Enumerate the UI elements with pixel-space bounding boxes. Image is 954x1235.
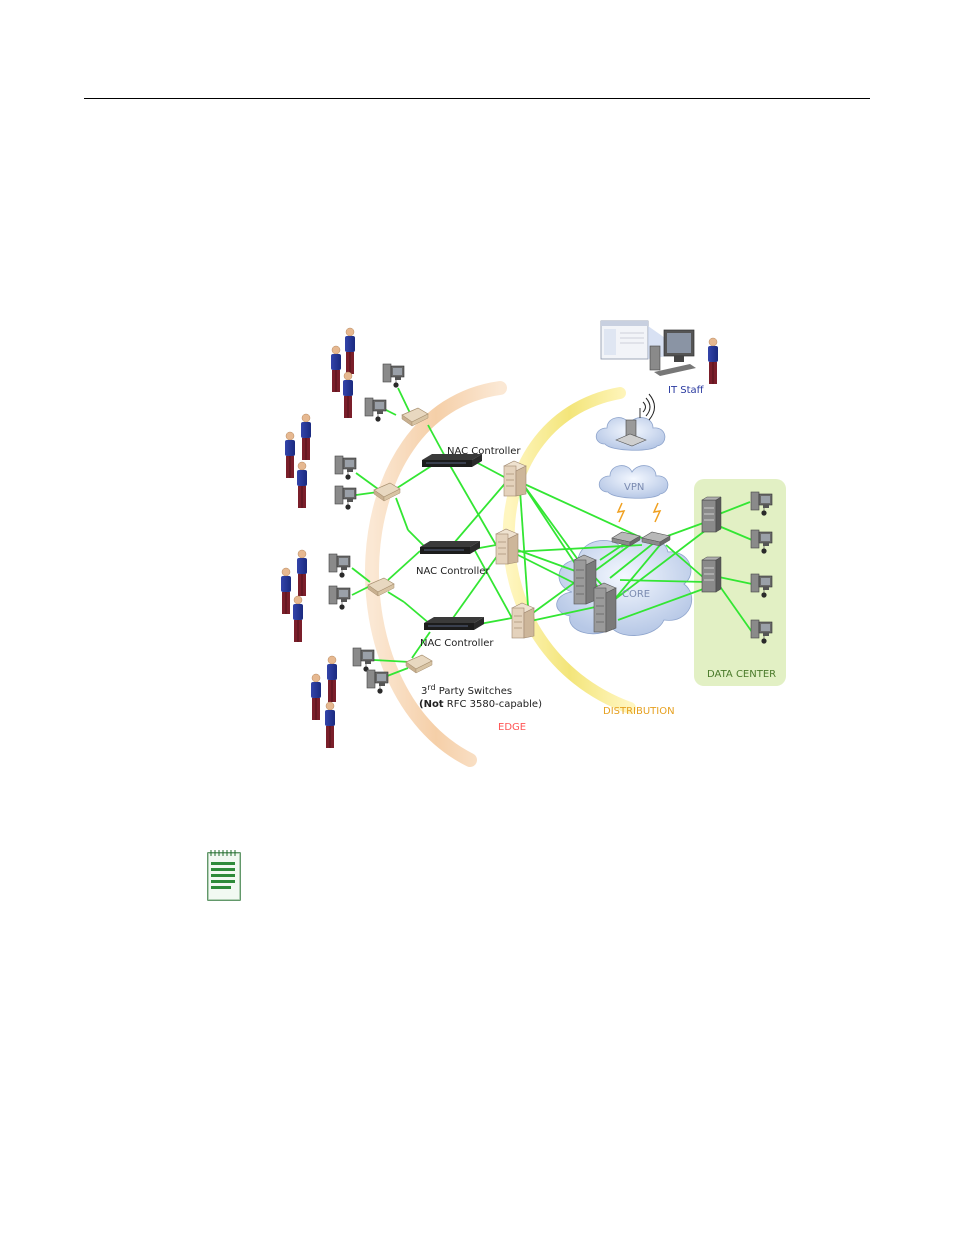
user-icon bbox=[301, 414, 311, 460]
vpn-link-bolt bbox=[654, 503, 660, 522]
it-staff-label: IT Staff bbox=[668, 385, 705, 396]
it-staff-person-icon bbox=[708, 338, 718, 384]
workstation-icon bbox=[353, 648, 374, 672]
user-icon bbox=[297, 462, 307, 508]
user-group-3 bbox=[281, 550, 307, 642]
user-icon bbox=[297, 550, 307, 596]
workstation-icon bbox=[365, 398, 386, 422]
user-icon bbox=[331, 346, 341, 392]
user-icon bbox=[285, 432, 295, 478]
workstation-icon bbox=[335, 486, 356, 510]
server-icon bbox=[702, 557, 721, 592]
workstation-icon bbox=[367, 670, 388, 694]
nac-controller-icon bbox=[420, 541, 480, 554]
vpn-link-bolt bbox=[618, 503, 624, 522]
vpn-label: VPN bbox=[624, 482, 644, 493]
distribution-switch-icon bbox=[512, 603, 534, 638]
workstation-icon bbox=[383, 364, 404, 388]
distribution-zone-label: DISTRIBUTION bbox=[603, 706, 675, 717]
core-switch-icon bbox=[594, 583, 616, 632]
server-icon bbox=[702, 497, 721, 532]
notepad-icon bbox=[207, 849, 241, 901]
user-icon bbox=[343, 372, 353, 418]
workstation-icon bbox=[329, 586, 350, 610]
data-center-label: DATA CENTER bbox=[707, 669, 776, 680]
user-icon bbox=[325, 702, 335, 748]
user-icon bbox=[293, 596, 303, 642]
workstation-icon bbox=[335, 456, 356, 480]
user-icon bbox=[345, 328, 355, 374]
user-group-1 bbox=[331, 328, 355, 418]
distribution-switch-icon bbox=[496, 529, 518, 564]
core-label: CORE bbox=[622, 589, 650, 600]
nac-controller-label: NAC Controller bbox=[447, 446, 521, 457]
workstation-icon bbox=[329, 554, 350, 578]
distribution-switch-icon bbox=[504, 461, 526, 496]
user-icon bbox=[327, 656, 337, 702]
nac-controller-icon bbox=[424, 617, 484, 630]
core-switch-icon bbox=[574, 555, 596, 604]
third-party-switches-label: 3rd Party Switches bbox=[421, 683, 512, 697]
user-icon bbox=[281, 568, 291, 614]
user-icon bbox=[311, 674, 321, 720]
third-party-switches-note: (Not RFC 3580-capable) bbox=[419, 699, 542, 710]
edge-zone-label: EDGE bbox=[498, 722, 526, 733]
user-group-2 bbox=[285, 414, 311, 508]
user-group-4 bbox=[311, 656, 337, 748]
third-party-switch-icon bbox=[406, 655, 432, 673]
nac-controller-label: NAC Controller bbox=[420, 638, 494, 649]
nac-controller-label: NAC Controller bbox=[416, 566, 490, 577]
